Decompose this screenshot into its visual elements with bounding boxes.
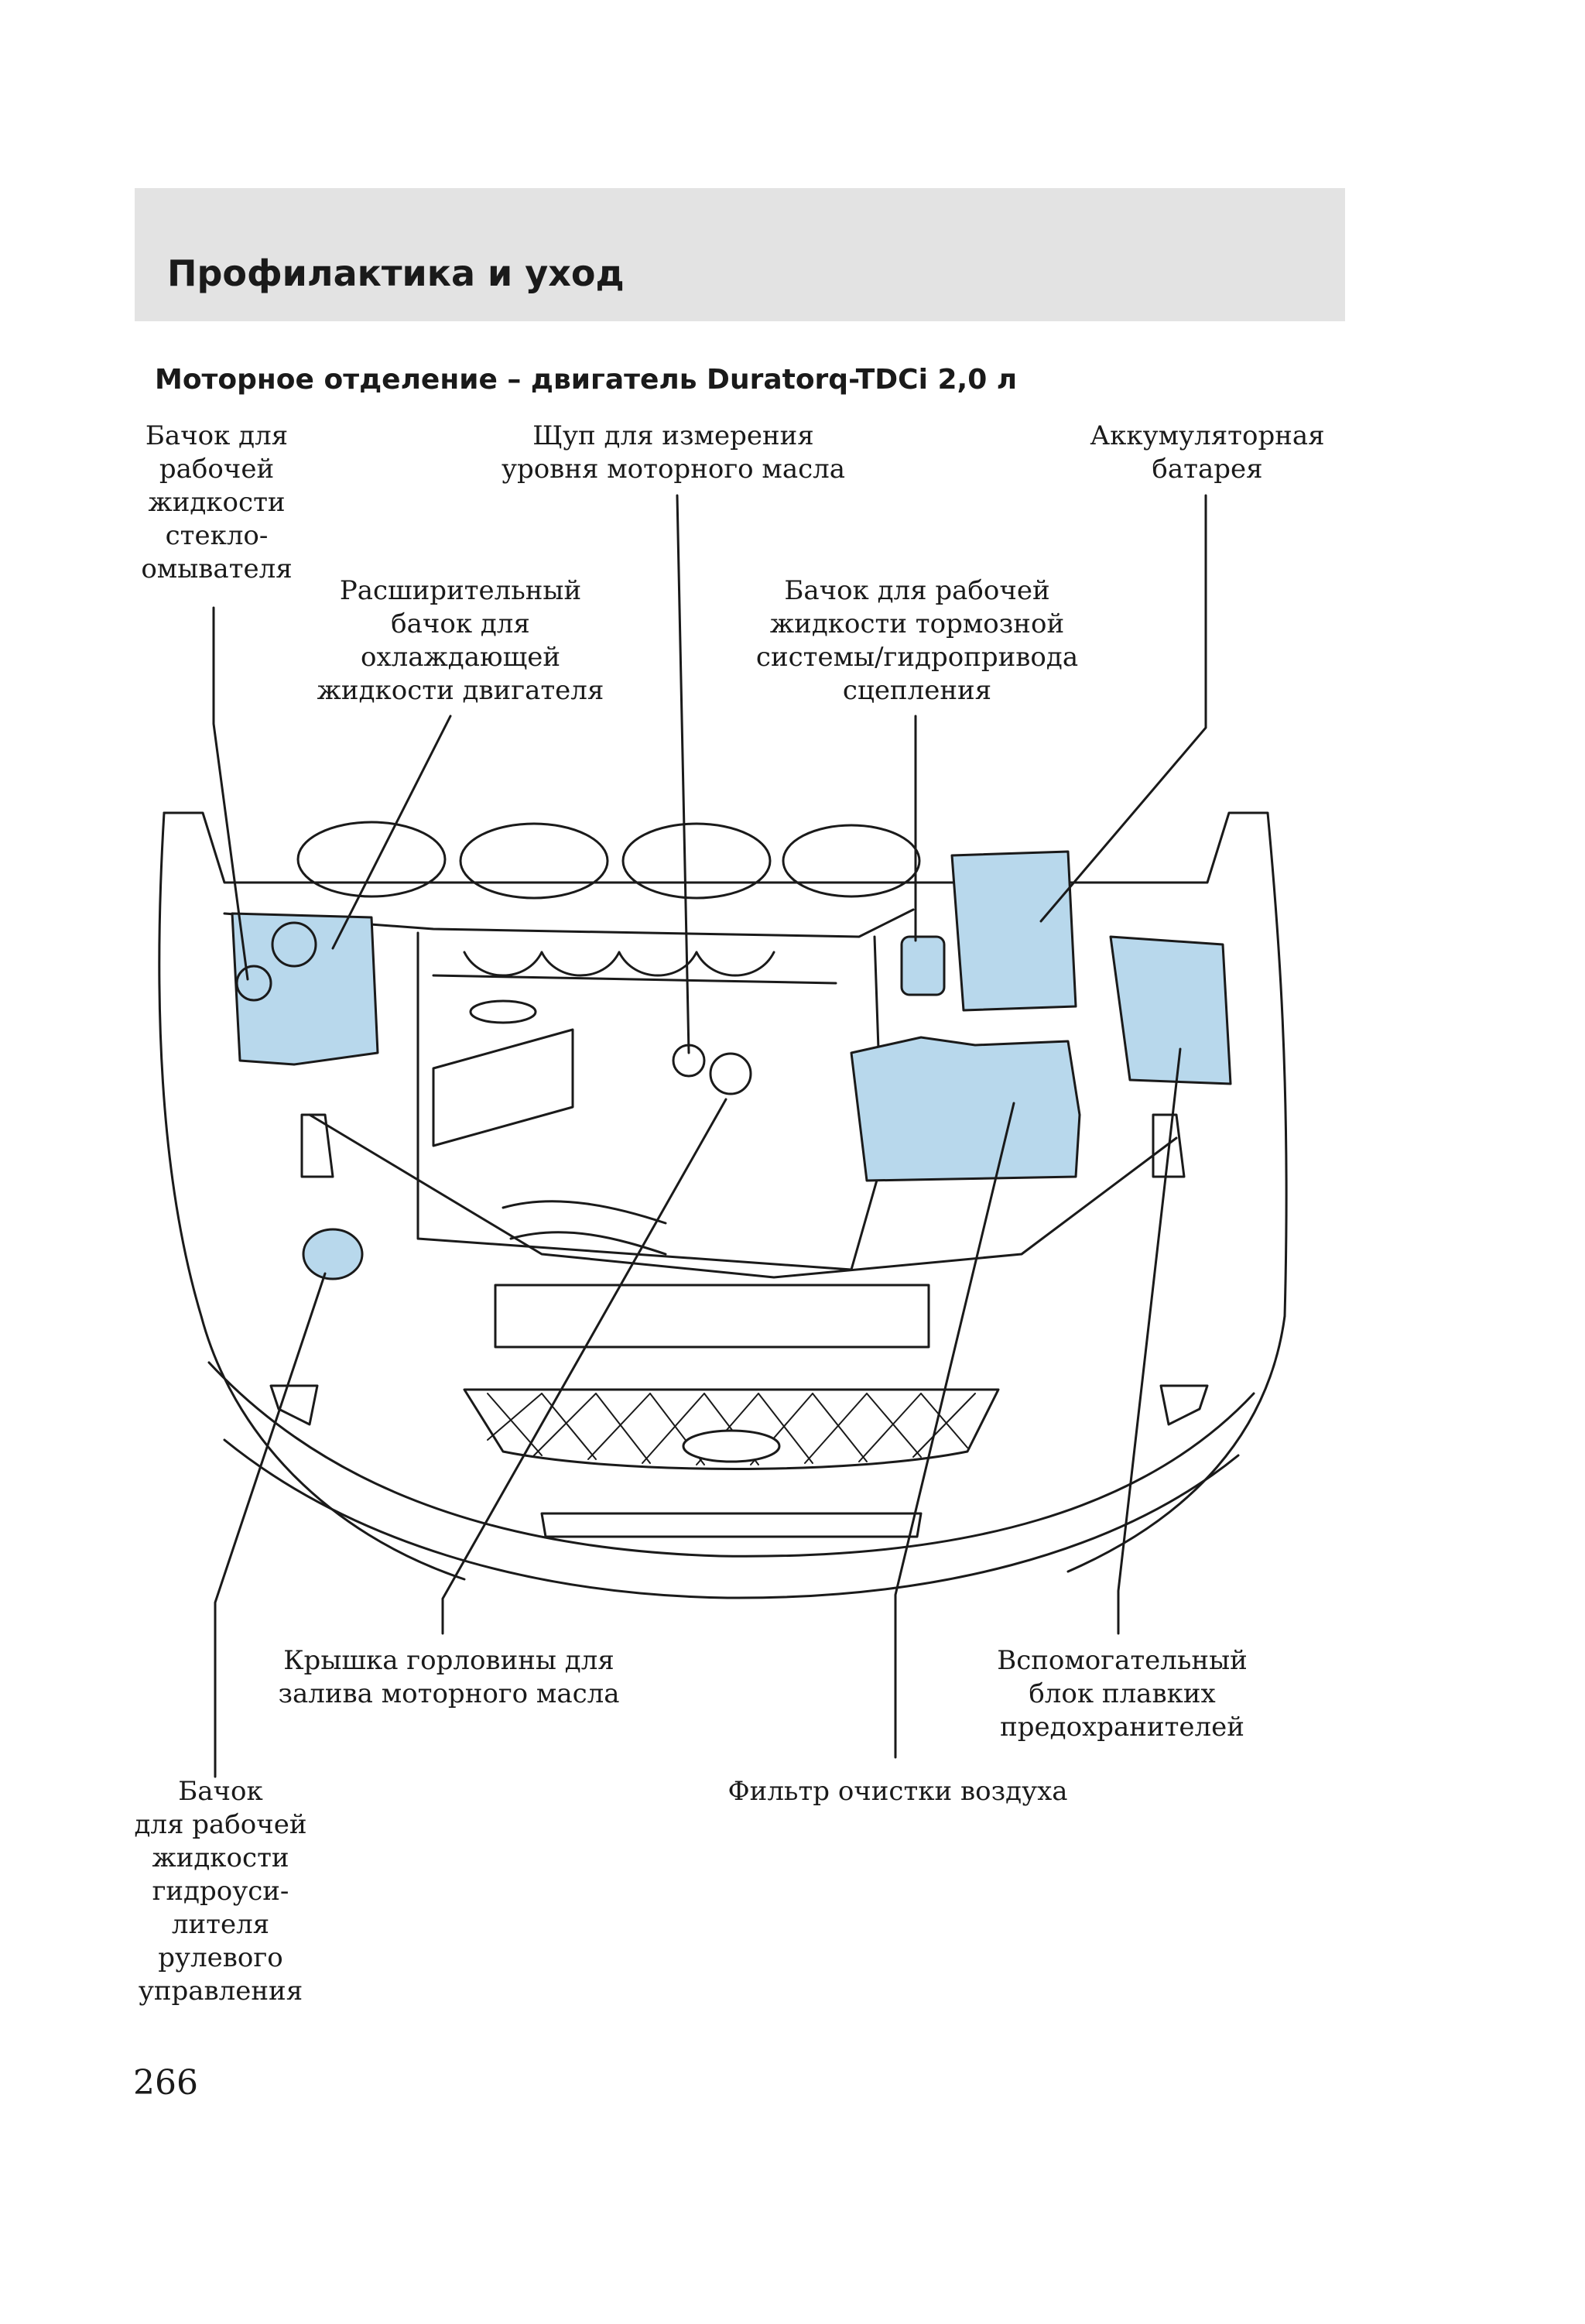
brake-fluid-highlight	[900, 935, 946, 996]
cowl-vent	[296, 821, 447, 898]
leader-dipstick	[676, 494, 690, 1054]
leader-fuse-box	[1117, 1047, 1182, 1635]
section-title: Профилактика и уход	[167, 252, 625, 294]
label-fuse-box: Вспомогательный блок плавких предохранит…	[997, 1645, 1248, 1743]
leader-air-filter	[894, 1102, 1015, 1759]
label-battery: Аккумуляторная батарея	[1090, 420, 1325, 485]
leader-battery	[1039, 494, 1207, 923]
fuse-box-highlight	[1109, 935, 1232, 1085]
label-air-filter: Фильтр очистки воздуха	[727, 1776, 1068, 1807]
label-brake-fluid: Бачок для рабочей жидкости тормозной сис…	[755, 575, 1079, 706]
leader-oil-cap	[441, 1098, 727, 1635]
section-header-band	[135, 188, 1345, 321]
label-coolant-tank: Расширительный бачок для охлаждающей жид…	[317, 575, 604, 706]
right-fog-light	[1159, 1384, 1209, 1426]
power-steering-highlight	[302, 1228, 364, 1280]
label-dipstick: Щуп для измерения уровня моторного масла	[501, 420, 846, 485]
leader-power-steering	[214, 1272, 327, 1778]
hood-outline	[163, 811, 1288, 1318]
page-number: 266	[133, 2063, 198, 2103]
radiator-support	[308, 1113, 1178, 1279]
label-power-steering: Бачок для рабочей жидкости гидроуси- лит…	[134, 1776, 307, 2007]
label-washer-reservoir: Бачок для рабочей жидкости стекло- омыва…	[141, 420, 293, 584]
front-grille	[463, 1388, 1000, 1470]
leader-coolant	[331, 715, 452, 950]
battery-highlight	[950, 850, 1077, 1012]
front-bumper	[207, 1361, 1255, 1558]
leader-washer	[212, 606, 249, 981]
ford-emblem-grille	[682, 1429, 781, 1463]
air-filter-highlight	[850, 1036, 1081, 1182]
ford-emblem-engine	[469, 999, 537, 1024]
oil-filler-cap-highlight	[709, 1052, 752, 1095]
diagram-title: Моторное отделение – двигатель Duratorq-…	[155, 364, 1018, 396]
label-oil-filler-cap: Крышка горловины для залива моторного ма…	[278, 1645, 620, 1709]
left-fender	[158, 811, 466, 1581]
left-fog-light	[269, 1384, 319, 1426]
